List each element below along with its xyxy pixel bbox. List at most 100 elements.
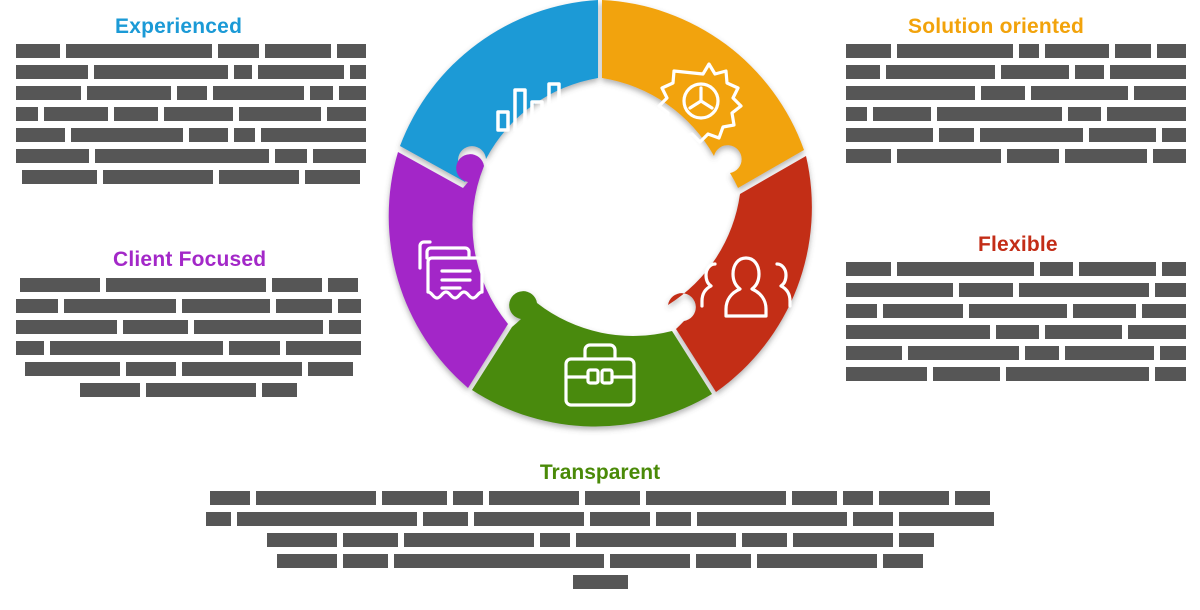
redacted-word <box>846 367 927 381</box>
text-block-client-focused <box>16 278 362 404</box>
redacted-word <box>307 362 353 376</box>
redacted-word <box>846 86 975 100</box>
redacted-word <box>846 128 933 142</box>
redacted-text-line <box>16 149 366 163</box>
redacted-text-line <box>16 278 361 292</box>
redacted-text-line <box>846 44 1186 58</box>
redacted-word <box>585 491 640 505</box>
redacted-text-line <box>16 362 361 376</box>
redacted-word <box>741 533 787 547</box>
text-block-transparent <box>0 491 1200 589</box>
redacted-word <box>1160 346 1186 360</box>
segment-experienced[interactable] <box>400 0 598 182</box>
redacted-word <box>1115 44 1151 58</box>
text-block-experienced <box>16 44 366 191</box>
redacted-word <box>103 170 213 184</box>
redacted-word <box>16 149 89 163</box>
redacted-word <box>955 491 990 505</box>
redacted-text-line <box>846 262 1186 276</box>
redacted-word <box>313 149 366 163</box>
redacted-word <box>1031 86 1128 100</box>
redacted-word <box>16 65 89 79</box>
redacted-word <box>959 283 1013 297</box>
redacted-word <box>310 86 334 100</box>
redacted-word <box>969 304 1068 318</box>
redacted-word <box>843 491 873 505</box>
redacted-word <box>16 107 38 121</box>
redacted-word <box>1161 262 1186 276</box>
group-people-icon <box>700 256 792 318</box>
redacted-word <box>872 107 931 121</box>
redacted-word <box>846 346 902 360</box>
redacted-word <box>846 107 867 121</box>
redacted-word <box>1107 107 1186 121</box>
redacted-word <box>474 512 584 526</box>
redacted-word <box>1019 283 1149 297</box>
redacted-word <box>181 299 270 313</box>
heading-transparent: Transparent <box>539 461 661 484</box>
redacted-word <box>19 278 100 292</box>
redacted-word <box>349 65 366 79</box>
redacted-text-line <box>0 554 1200 568</box>
bottom-section-transparent: Transparent <box>0 462 1200 596</box>
gear-wheel-icon <box>657 62 743 144</box>
redacted-word <box>16 299 58 313</box>
redacted-word <box>163 107 233 121</box>
redacted-text-line <box>846 283 1186 297</box>
redacted-word <box>394 554 604 568</box>
redacted-word <box>218 44 259 58</box>
redacted-word <box>1141 304 1186 318</box>
redacted-word <box>228 341 281 355</box>
redacted-word <box>210 491 250 505</box>
redacted-word <box>1073 304 1136 318</box>
redacted-word <box>792 491 837 505</box>
redacted-word <box>233 128 255 142</box>
redacted-text-line <box>16 320 361 334</box>
heading-solution-oriented: Solution oriented <box>908 15 1085 38</box>
redacted-word <box>260 128 366 142</box>
redacted-word <box>22 170 97 184</box>
redacted-word <box>262 383 297 397</box>
redacted-text-line <box>16 170 366 184</box>
redacted-text-line <box>16 341 362 355</box>
redacted-word <box>256 491 376 505</box>
redacted-word <box>176 86 208 100</box>
redacted-word <box>286 341 362 355</box>
redacted-word <box>883 554 923 568</box>
redacted-text-line <box>0 533 1200 547</box>
redacted-word <box>94 65 228 79</box>
redacted-word <box>71 128 184 142</box>
redacted-word <box>219 170 299 184</box>
redacted-word <box>274 149 308 163</box>
redacted-word <box>114 107 158 121</box>
redacted-word <box>846 65 880 79</box>
text-block-flexible <box>846 262 1186 388</box>
segment-flexible[interactable] <box>668 156 812 392</box>
redacted-text-line <box>846 128 1187 142</box>
redacted-word <box>336 44 366 58</box>
redacted-word <box>238 107 322 121</box>
segment-solution-oriented[interactable] <box>602 0 804 188</box>
redacted-text-line <box>0 512 1200 526</box>
redacted-word <box>327 278 358 292</box>
redacted-word <box>1078 262 1156 276</box>
redacted-word <box>181 362 302 376</box>
redacted-word <box>193 320 323 334</box>
redacted-word <box>938 128 975 142</box>
redacted-word <box>86 86 171 100</box>
redacted-word <box>1001 65 1069 79</box>
redacted-word <box>897 44 1014 58</box>
redacted-word <box>932 367 1000 381</box>
redacted-word <box>337 299 362 313</box>
redacted-word <box>1152 149 1186 163</box>
redacted-word <box>1128 325 1186 339</box>
redacted-word <box>1089 128 1157 142</box>
redacted-word <box>65 44 213 58</box>
redacted-word <box>16 86 81 100</box>
redacted-word <box>846 325 991 339</box>
redacted-word <box>277 554 337 568</box>
redacted-text-line <box>846 107 1186 121</box>
redacted-word <box>123 320 188 334</box>
redacted-word <box>575 533 736 547</box>
redacted-word <box>237 512 417 526</box>
